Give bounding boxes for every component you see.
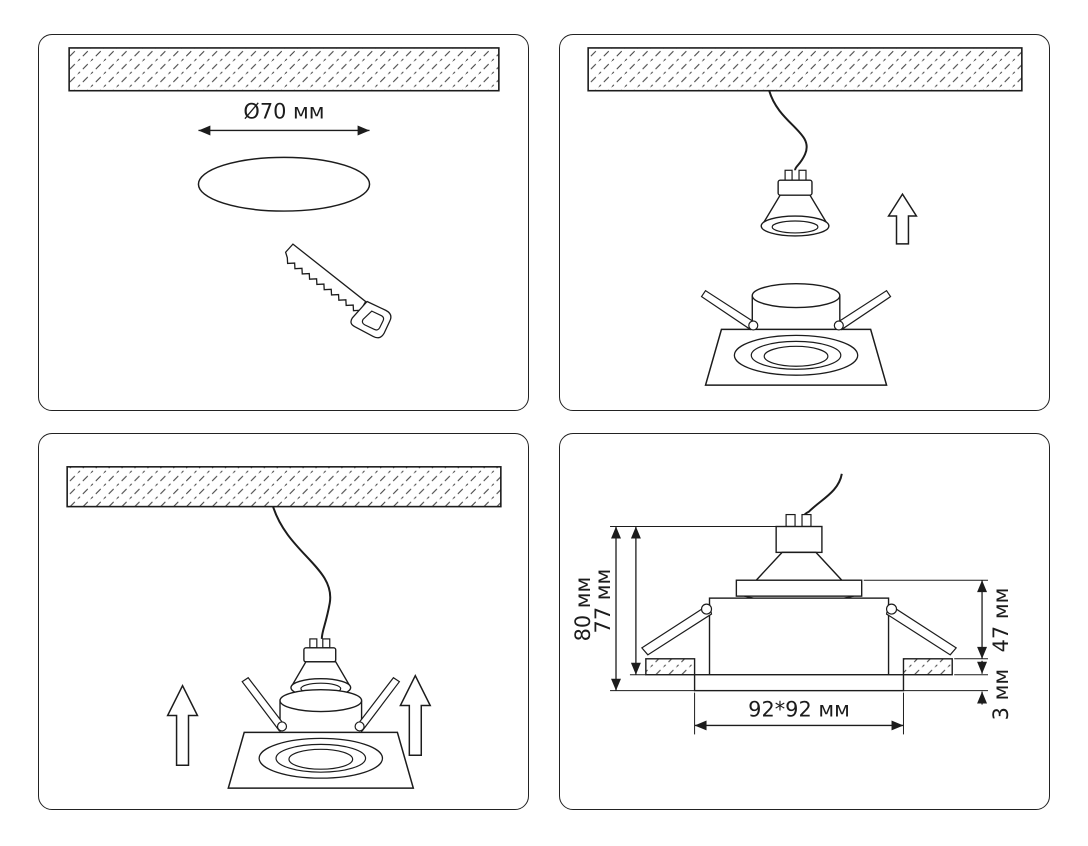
ceiling-cutout-hole xyxy=(197,156,371,212)
step-1-drawing: Ø70 мм xyxy=(68,47,500,339)
panel-step-4: 80 мм 77 мм 47 мм 3 мм 92*92 мм xyxy=(559,433,1050,810)
gimbal-ring xyxy=(735,579,863,597)
lamp-connector xyxy=(775,525,823,554)
fixture-trim xyxy=(227,731,415,789)
dimension-label-cutout-size: 92*92 мм xyxy=(748,697,850,721)
up-arrow-icon xyxy=(887,192,918,245)
ceiling-cross-section xyxy=(66,466,502,508)
power-wire xyxy=(803,473,843,517)
dimension-label-total-height: 80 мм xyxy=(571,577,595,642)
spring-clip-left xyxy=(700,289,755,331)
fixture-can xyxy=(751,282,841,309)
ceiling-cross-section xyxy=(68,47,500,92)
step-4-drawing: 80 мм 77 мм 47 мм 3 мм 92*92 мм xyxy=(571,473,1013,735)
lamp-bulb xyxy=(760,169,830,237)
fixture-can xyxy=(708,597,890,676)
dimension-label-trim-thickness: 3 мм xyxy=(989,669,1013,720)
cutout-diameter-label: Ø70 мм xyxy=(243,100,324,124)
ceiling-cross-section-left xyxy=(645,658,696,676)
lamp-body xyxy=(754,551,844,581)
panel-step-3 xyxy=(38,433,529,810)
power-wire xyxy=(272,506,332,639)
power-wire xyxy=(768,90,808,171)
dimension-label-body-height: 77 мм xyxy=(591,569,615,634)
spring-clip-right xyxy=(885,603,958,656)
panel-step-1: Ø70 мм xyxy=(38,34,529,411)
spring-clip-left xyxy=(241,676,285,732)
lamp-bulb xyxy=(290,638,352,698)
spring-clip-right xyxy=(356,676,401,732)
ceiling-cross-section-right xyxy=(902,658,953,676)
step-3-drawing xyxy=(66,466,502,789)
fixture-can xyxy=(279,688,363,713)
hand-saw-icon xyxy=(284,243,392,339)
downlight-fixture xyxy=(700,282,892,386)
ceiling-cross-section xyxy=(587,47,1023,92)
up-arrow-right-icon xyxy=(399,674,432,757)
fixture-cross-section xyxy=(640,513,958,676)
up-arrow-left-icon xyxy=(166,683,199,766)
fixture-trim-face xyxy=(693,674,905,692)
step-2-drawing xyxy=(587,47,1023,386)
fixture-trim xyxy=(704,328,888,386)
downlight-fixture xyxy=(227,676,415,789)
spring-clip-right xyxy=(838,289,892,331)
dimension-label-recess-height: 47 мм xyxy=(989,588,1013,653)
spring-clip-left xyxy=(640,603,713,656)
panel-step-2 xyxy=(559,34,1050,411)
